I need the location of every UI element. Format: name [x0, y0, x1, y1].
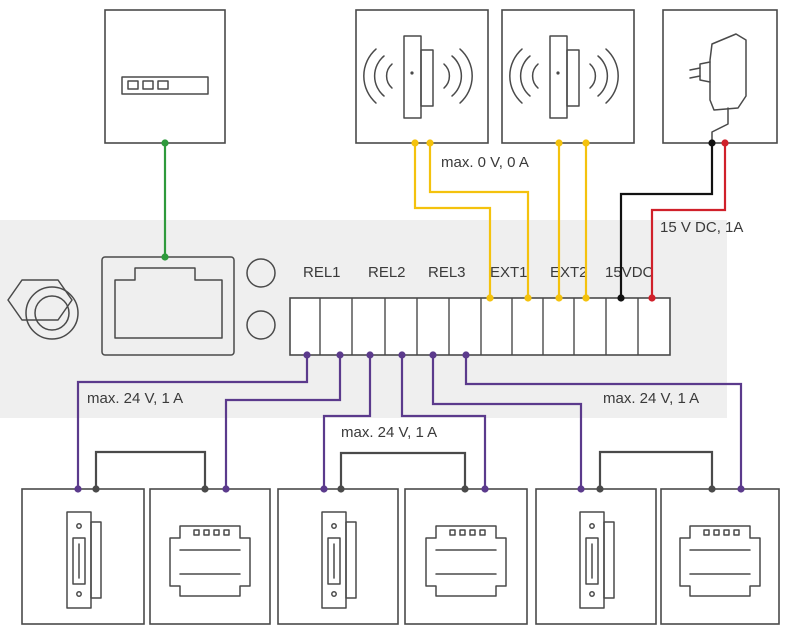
wire-terminal-dot — [555, 139, 563, 147]
terminal-label-ext1: EXT1 — [490, 264, 528, 281]
terminal-label-ext2: EXT2 — [550, 264, 588, 281]
relay1-rating-label: max. 24 V, 1 A — [87, 390, 183, 407]
wire-terminal-dot — [222, 485, 230, 493]
wire-terminal-dot — [648, 294, 656, 302]
terminal-label-rel1: REL1 — [303, 264, 341, 281]
din-rail-psu-icon — [425, 525, 507, 597]
electric-door-strike-icon — [321, 511, 357, 609]
wire-terminal-dot — [429, 351, 437, 359]
wire-terminal-dot — [426, 139, 434, 147]
psu-box — [149, 488, 271, 625]
wire-terminal-dot — [555, 294, 563, 302]
loop-wire-3 — [598, 450, 714, 489]
wire-terminal-dot — [201, 485, 209, 493]
ext-rating-label: max. 0 V, 0 A — [441, 154, 529, 171]
wire-terminal-dot — [303, 351, 311, 359]
ext1-wire-b — [428, 143, 530, 298]
door-sensor-icon — [363, 35, 473, 119]
power-adapter-icon — [689, 33, 747, 143]
power-negative-wire — [619, 143, 714, 298]
loop-wire-1 — [94, 450, 207, 489]
wire-terminal-dot — [161, 253, 169, 261]
din-rail-psu-icon — [169, 525, 251, 597]
relay3-wire-a — [431, 355, 583, 489]
terminal-label-rel3: REL3 — [428, 264, 466, 281]
wire-terminal-dot — [320, 485, 328, 493]
wire-terminal-dot — [337, 485, 345, 493]
relay2-rating-label: max. 24 V, 1 A — [341, 424, 437, 441]
wire-terminal-dot — [617, 294, 625, 302]
led-indicator-2 — [246, 310, 276, 340]
ext-sensor-1-box — [355, 9, 489, 144]
terminal-block — [289, 297, 671, 356]
ext-sensor-2-box — [501, 9, 635, 144]
wire-terminal-dot — [462, 351, 470, 359]
wire-terminal-dot — [524, 294, 532, 302]
relay1-wire-b — [224, 355, 342, 489]
wire-terminal-dot — [737, 485, 745, 493]
door-strike-box — [535, 488, 657, 625]
ext1-wire-a — [413, 143, 492, 298]
relay2-wire-b — [400, 355, 487, 489]
wire-terminal-dot — [708, 485, 716, 493]
wire-terminal-dot — [336, 351, 344, 359]
wire-terminal-dot — [366, 351, 374, 359]
wire-terminal-dot — [577, 485, 585, 493]
terminal-label-power: 15VDC — [605, 264, 654, 281]
power-rating-label: 15 V DC, 1A — [660, 219, 743, 236]
door-strike-box — [277, 488, 399, 625]
wire-terminal-dot — [721, 139, 729, 147]
electric-door-strike-icon — [579, 511, 615, 609]
door-sensor-icon — [509, 35, 619, 119]
wire-terminal-dot — [398, 351, 406, 359]
door-strike-box — [21, 488, 145, 625]
wire-terminal-dot — [582, 139, 590, 147]
wire-terminal-dot — [74, 485, 82, 493]
power-adapter-box — [662, 9, 778, 144]
wire-terminal-dot — [486, 294, 494, 302]
led-indicator-1 — [246, 258, 276, 288]
wire-terminal-dot — [92, 485, 100, 493]
wire-terminal-dot — [582, 294, 590, 302]
wire-terminal-dot — [461, 485, 469, 493]
power-positive-wire — [650, 143, 727, 298]
wire-terminal-dot — [708, 139, 716, 147]
relay3-rating-label: max. 24 V, 1 A — [603, 390, 699, 407]
electric-door-strike-icon — [66, 511, 102, 609]
relay3-wire-b — [464, 355, 743, 489]
network-switch-icon — [121, 76, 209, 95]
wire-terminal-dot — [411, 139, 419, 147]
loop-wire-2 — [339, 451, 467, 489]
wire-terminal-dot — [596, 485, 604, 493]
psu-box — [660, 488, 780, 625]
wire-terminal-dot — [161, 139, 169, 147]
psu-box — [404, 488, 528, 625]
wire-terminal-dot — [481, 485, 489, 493]
bnc-connector-icon — [7, 279, 79, 340]
relay2-wire-a — [322, 355, 372, 489]
terminal-label-rel2: REL2 — [368, 264, 406, 281]
relay1-wire-a — [76, 355, 309, 489]
din-rail-psu-icon — [679, 525, 761, 597]
